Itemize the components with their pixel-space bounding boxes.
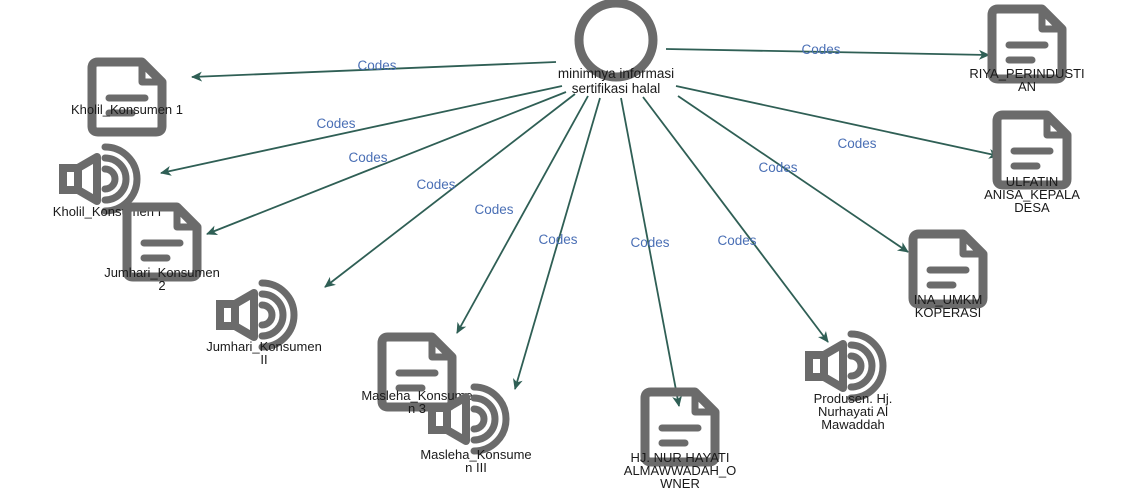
node-label-line: Jumhari_Konsumen <box>206 339 322 354</box>
edge-kholil-konsumen-1: Codes <box>191 58 557 82</box>
node-label-line: RIYA_PERINDUSTI <box>969 66 1084 81</box>
edge-riya-perindustian: Codes <box>665 42 990 60</box>
node-kholil-konsumen-1[interactable]: Kholil_Konsumen 1 <box>71 57 183 137</box>
node-label-line: Masleha_Konsume <box>420 447 531 462</box>
document-icon <box>87 57 167 137</box>
edge-label: Codes <box>801 42 840 57</box>
node-label-line: INA_UMKM <box>914 292 983 307</box>
edge-line <box>160 85 563 176</box>
edge-label: Codes <box>538 232 577 247</box>
edge-label: Codes <box>474 202 513 217</box>
edge-label: Codes <box>348 150 387 165</box>
node-label-line: Produsen. Hj. <box>814 391 893 406</box>
edge-produsen-hj-nurhayati: Codes <box>642 96 829 343</box>
node-label-line: DESA <box>1014 200 1050 215</box>
edge-jumhari-konsumen-2: Codes <box>206 91 567 235</box>
edge-label: Codes <box>316 116 355 131</box>
edge-line <box>642 96 829 343</box>
edge-line <box>513 97 601 390</box>
edge-line <box>665 48 990 60</box>
center-label-line: minimnya informasi <box>558 66 674 81</box>
edge-line <box>456 95 589 334</box>
edge-hj-nur-hayati: Codes <box>620 97 683 407</box>
node-masleha-konsumen-iii[interactable]: Masleha_Konsumen III <box>420 383 532 475</box>
edge-label: Codes <box>416 177 455 192</box>
node-label-line: II <box>260 352 267 367</box>
edge-line <box>675 85 1000 159</box>
edge-label: Codes <box>758 160 797 175</box>
audio-speaker-icon <box>805 330 887 402</box>
edge-line <box>324 93 576 288</box>
node-label-line: ULFATIN <box>1006 174 1059 189</box>
edge-line <box>620 97 683 407</box>
document-icon <box>987 4 1067 84</box>
edge-masleha-konsumen-iii: Codes <box>513 97 601 390</box>
node-label-line: KOPERASI <box>915 305 981 320</box>
center-label-line: sertifikasi halal <box>572 81 661 96</box>
node-label-line: n III <box>465 460 487 475</box>
node-label-line: n 3 <box>408 401 426 416</box>
node-label-line: ANISA_KEPALA <box>984 187 1080 202</box>
edge-ina-umkm-koperasi: Codes <box>677 95 909 253</box>
edge-label: Codes <box>357 58 396 73</box>
audio-speaker-icon <box>216 279 298 351</box>
edge-ulfatin-anisa: Codes <box>675 85 1000 159</box>
edge-kholil-konsumen-i: Codes <box>160 85 563 176</box>
edge-line <box>677 95 909 253</box>
edge-label: Codes <box>630 235 669 250</box>
node-label-line: Jumhari_Konsumen <box>104 265 220 280</box>
edge-label: Codes <box>717 233 756 248</box>
audio-speaker-icon <box>428 383 510 455</box>
center-code-node[interactable]: minimnya informasi sertifikasi halal <box>558 0 674 96</box>
node-label-line: HJ. NUR HAYATI <box>631 450 730 465</box>
edge-jumhari-konsumen-ii: Codes <box>324 93 576 288</box>
audio-speaker-icon <box>59 143 141 215</box>
document-icon <box>122 202 202 282</box>
circle-node-icon <box>574 0 658 82</box>
node-label-line: Kholil_Konsumen 1 <box>71 102 183 117</box>
edge-label: Codes <box>837 136 876 151</box>
node-label-line: 2 <box>158 278 165 293</box>
node-label-line: Masleha_Konsume <box>361 388 472 403</box>
edge-masleha-konsumen-3: Codes <box>456 95 589 334</box>
edge-line <box>206 91 567 235</box>
node-label-line: AN <box>1018 79 1036 94</box>
node-label-line: ALMAWWADAH_O <box>624 463 736 478</box>
edge-line <box>191 61 557 82</box>
document-icon <box>992 110 1072 190</box>
node-label-line: Mawaddah <box>821 417 885 432</box>
document-icon <box>640 387 720 467</box>
document-icon <box>908 229 988 309</box>
node-label-line: WNER <box>660 476 700 491</box>
node-label-line: Nurhayati Al <box>818 404 888 419</box>
